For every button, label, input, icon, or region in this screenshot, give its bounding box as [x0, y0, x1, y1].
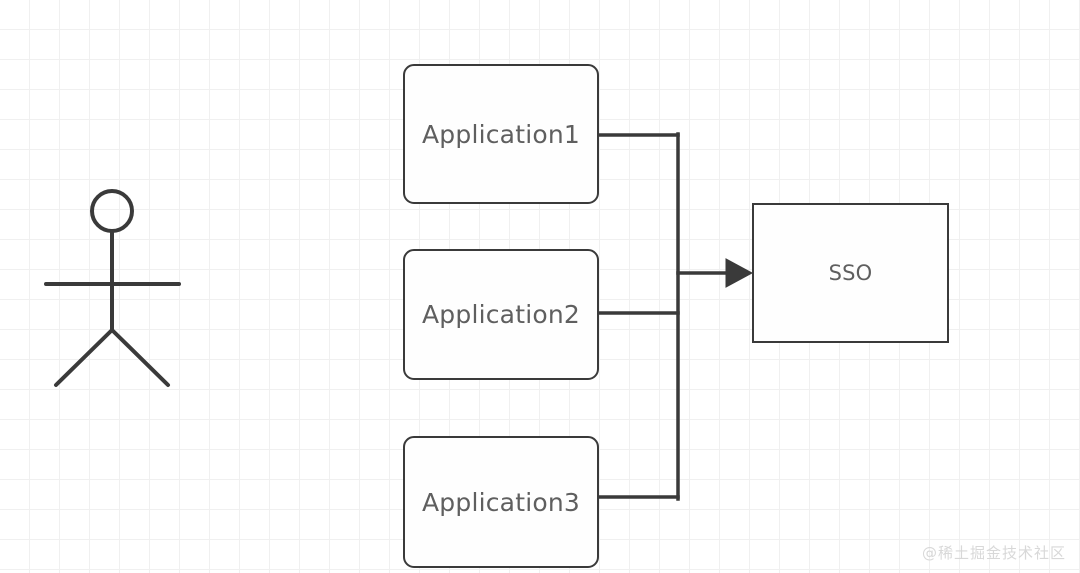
node-application3-label: Application3 [422, 487, 580, 517]
actor-right-leg-line [110, 328, 170, 387]
watermark-text: @稀土掘金技术社区 [921, 544, 1066, 562]
actor-head-icon [90, 189, 134, 233]
node-sso[interactable]: SSO [752, 203, 949, 343]
arrow-head-icon [725, 258, 754, 288]
actor-left-leg-line [54, 328, 114, 387]
user-actor[interactable] [44, 189, 181, 387]
node-application1[interactable]: Application1 [403, 64, 599, 204]
connector-bus-to-sso[interactable] [676, 258, 754, 288]
node-application1-label: Application1 [422, 119, 580, 149]
node-application2[interactable]: Application2 [403, 249, 599, 380]
node-application2-label: Application2 [422, 300, 580, 329]
node-application3[interactable]: Application3 [403, 436, 599, 568]
node-sso-label: SSO [828, 261, 873, 285]
